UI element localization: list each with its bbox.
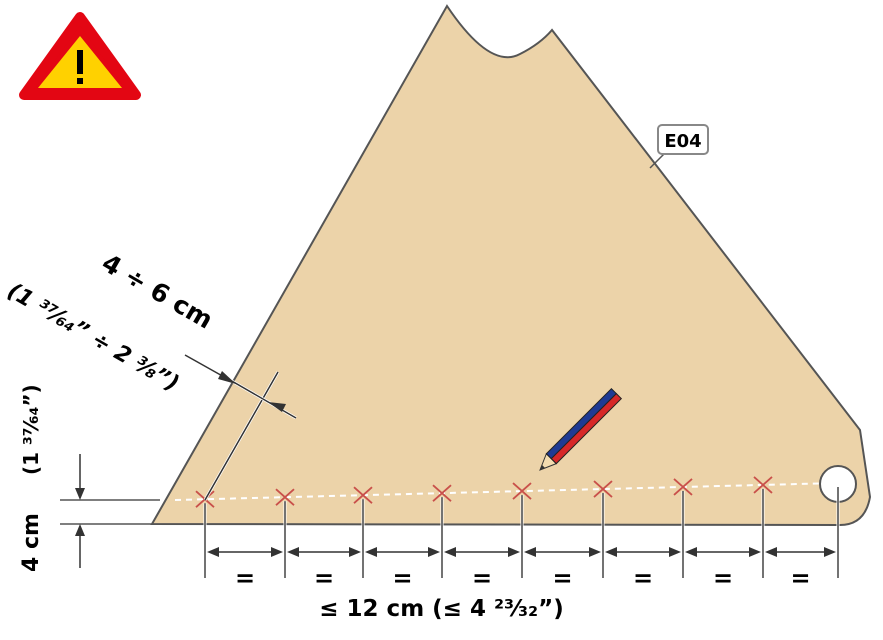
spacing-arrow [605, 547, 681, 557]
stitch-mark [753, 476, 773, 494]
spacing-arrow [287, 547, 361, 557]
e04-tag: E04 [649, 124, 709, 169]
max-stitch-spacing-label: ≤ 12 cm (≤ 4 ²³⁄₃₂”) [319, 596, 564, 622]
spacing-arrow [207, 547, 283, 557]
spacing-arrow [444, 547, 520, 557]
equal-sign: = [713, 564, 733, 592]
spacing-arrow [524, 547, 601, 557]
vertical-measure-cm: 4 cm [19, 513, 44, 572]
stitch-mark [512, 482, 532, 500]
pencil-icon [539, 387, 623, 471]
e04-label: E04 [664, 131, 701, 152]
stitch-mark [673, 478, 693, 496]
equal-sign: = [633, 564, 653, 592]
equal-sign: = [392, 564, 412, 592]
diagonal-measure-cm: 4 ÷ 6 cm [97, 248, 218, 334]
equal-sign: = [235, 564, 255, 592]
stitch-mark [353, 486, 373, 504]
spacing-arrows [207, 547, 836, 557]
spacing-arrow [685, 547, 761, 557]
hem-height-measure [60, 454, 160, 568]
spacing-arrow [765, 547, 836, 557]
equal-sign: = [552, 564, 572, 592]
equal-sign: = [314, 564, 334, 592]
equal-sign: = [790, 564, 810, 592]
stitch-marks [195, 476, 840, 578]
stitch-mark [432, 484, 452, 502]
stitch-mark [275, 488, 295, 506]
vertical-measure-inches: (1 ³⁷⁄₆₄”) [19, 384, 43, 475]
equal-spacing-labels: = = = = = = = = [235, 564, 811, 592]
stitch-mark [593, 480, 613, 498]
fabric-panel [150, 4, 872, 527]
seam-allowance-measure [184, 354, 297, 501]
spacing-arrow [365, 547, 440, 557]
equal-sign: = [472, 564, 492, 592]
warning-triangle-icon [19, 12, 141, 100]
